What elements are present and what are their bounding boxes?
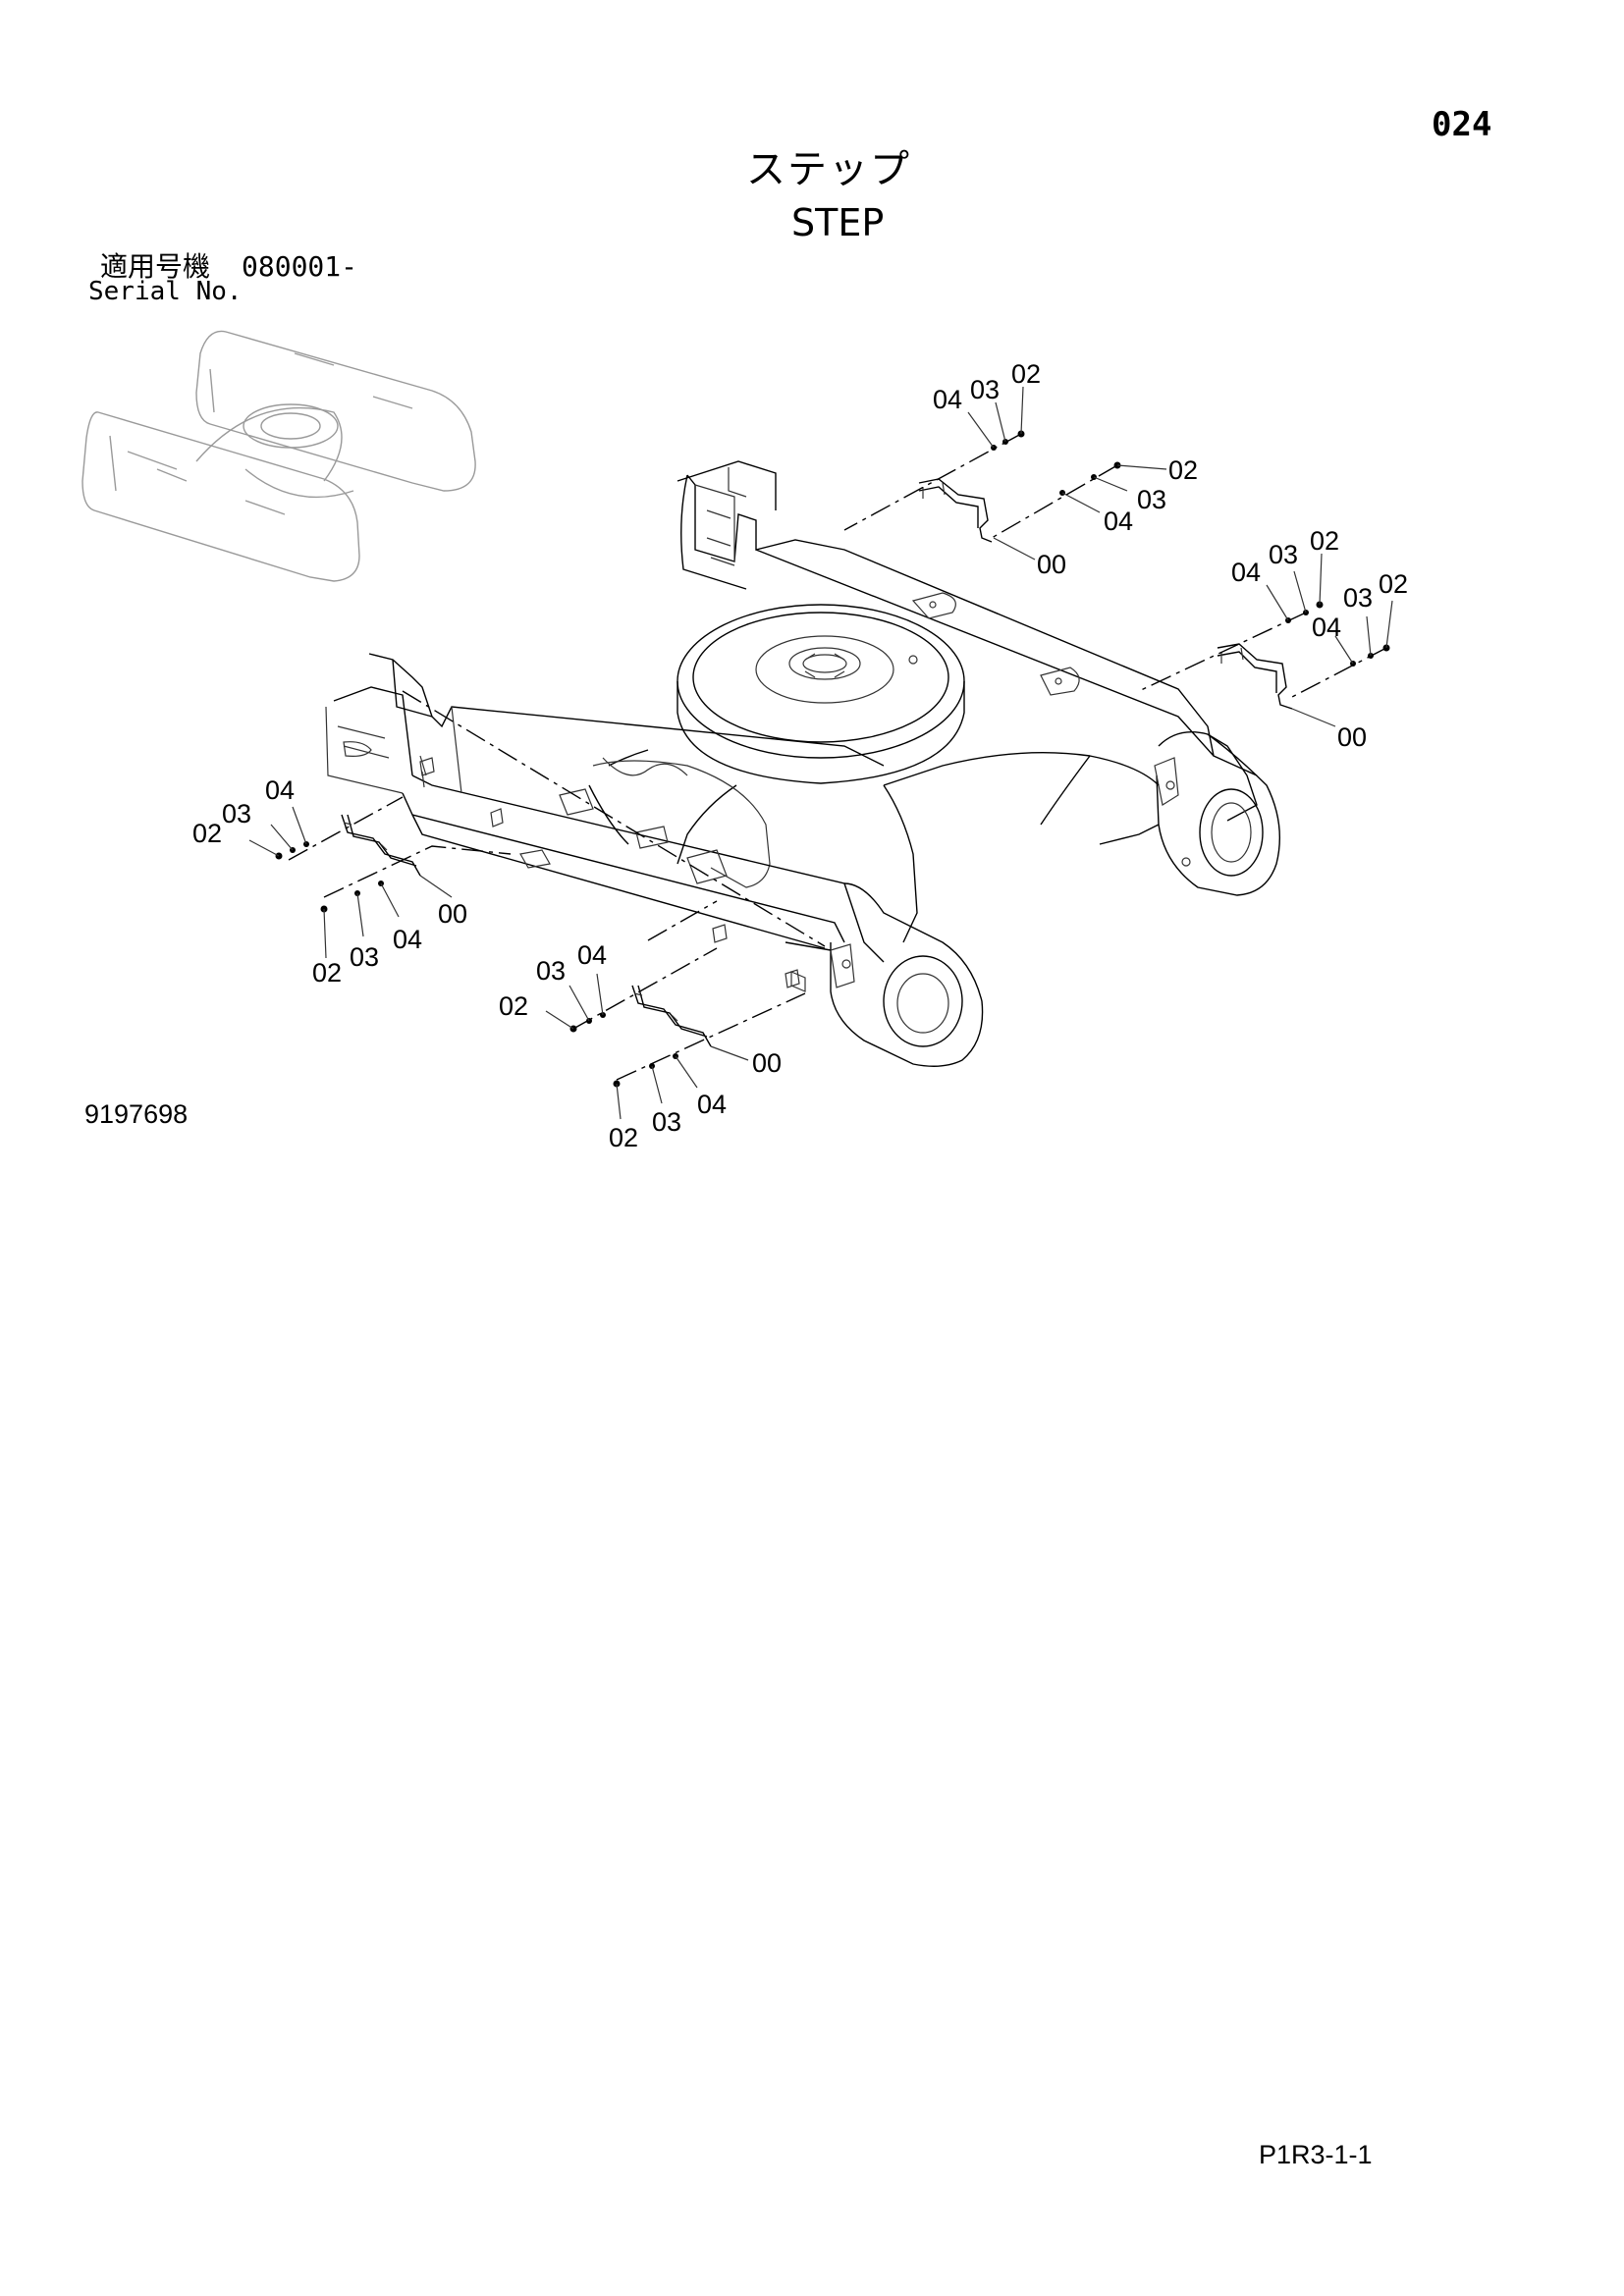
callout-washer: 04 <box>393 925 422 954</box>
callout-washer: 04 <box>1231 558 1261 587</box>
track-frame-illustration <box>325 460 1280 1067</box>
callout-washer: 04 <box>697 1090 727 1119</box>
callout-spring-washer: 03 <box>222 799 251 828</box>
undercarriage-inset-illustration <box>81 330 476 582</box>
drawing-number: 9197698 <box>84 1099 189 1129</box>
step-bracket-front-right <box>631 985 712 1047</box>
callout-spring-washer: 03 <box>1269 540 1298 569</box>
page-title-english: STEP <box>791 201 885 244</box>
callout-bolt: 02 <box>609 1123 638 1152</box>
step-bracket-front-left <box>341 814 421 877</box>
callout-bolt: 02 <box>499 991 528 1021</box>
callout-step: 00 <box>1037 550 1066 579</box>
callout-washer: 04 <box>265 775 295 805</box>
callout-bolt: 02 <box>1168 455 1198 485</box>
page-number: 024 <box>1432 105 1492 144</box>
page-code: P1R3-1-1 <box>1259 2140 1373 2169</box>
serial-label-japanese: 適用号機 <box>100 250 211 283</box>
callout-step: 00 <box>752 1048 782 1078</box>
callout-washer: 04 <box>1312 613 1341 642</box>
callout-spring-washer: 03 <box>536 956 566 986</box>
step-bracket-rear-left <box>918 478 993 543</box>
callout-bolt: 02 <box>1379 569 1408 599</box>
callout-washer: 04 <box>933 385 962 414</box>
callout-step: 00 <box>438 899 467 929</box>
callout-washer: 04 <box>577 940 607 970</box>
callout-bolt: 02 <box>1011 359 1041 389</box>
callout-spring-washer: 03 <box>1343 583 1373 613</box>
serial-value: 080001- <box>242 250 358 283</box>
callout-spring-washer: 03 <box>350 942 379 972</box>
callout-step: 00 <box>1337 722 1367 752</box>
assembly-lines <box>288 433 1387 1081</box>
callout-labels: 04 03 02 02 03 04 00 04 03 02 04 03 02 0… <box>192 359 1408 1152</box>
callout-spring-washer: 03 <box>970 375 1000 404</box>
callout-bolt: 02 <box>312 958 342 988</box>
callout-spring-washer: 03 <box>652 1107 681 1137</box>
callout-bolt: 02 <box>1310 526 1339 556</box>
callout-bolt: 02 <box>192 819 222 848</box>
callout-washer: 04 <box>1104 507 1133 536</box>
serial-label-english: Serial No. <box>88 277 243 306</box>
step-bracket-rear-right <box>1217 643 1293 710</box>
fastener-points <box>275 430 1390 1088</box>
leader-lines <box>248 386 1393 1120</box>
page-title-japanese: ステップ <box>746 147 911 192</box>
callout-spring-washer: 03 <box>1137 485 1166 514</box>
